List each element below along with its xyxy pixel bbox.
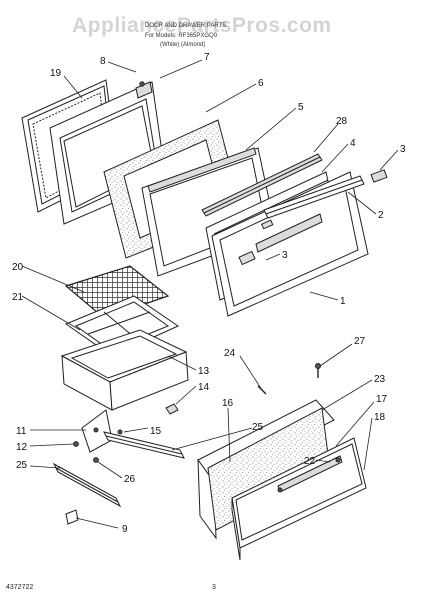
callout-24: 24 (224, 348, 236, 359)
header-colors: (White) (Almond) (160, 42, 205, 48)
part-broiler-grid (64, 265, 170, 319)
part-drawer-rail (103, 431, 185, 459)
part-door-trim (201, 153, 323, 217)
callout-20: 9 (122, 524, 128, 535)
callout-18: 18 (374, 412, 386, 423)
callout-21: 20 (12, 262, 24, 273)
callout-16: 16 (222, 398, 234, 409)
callout-17: 17 (376, 394, 388, 405)
part-drawer-handle (277, 455, 343, 493)
callout-7: 7 (204, 52, 210, 63)
callout-3b: 3 (282, 250, 288, 261)
part-lower-drawer-rail (52, 462, 122, 508)
callout-26: 26 (124, 474, 136, 485)
part-rail-clip (65, 509, 79, 525)
screw-icon (73, 441, 79, 447)
callout-numbers: 19 8 7 6 5 28 4 3 2 3 1 20 21 13 14 15 1… (12, 52, 406, 535)
callout-23: 23 (374, 374, 386, 385)
callout-3: 3 (400, 144, 406, 155)
callout-4: 4 (350, 138, 356, 149)
callout-11: 11 (16, 426, 27, 437)
callout-22: 21 (12, 292, 24, 303)
callout-28: 28 (336, 116, 348, 127)
callout-12: 12 (16, 442, 28, 453)
callout-19: 22 (304, 456, 316, 467)
screw-icon (93, 457, 99, 463)
part-drawer-tray (60, 329, 189, 411)
header-title: DOOR AND DRAWER PARTS (145, 23, 226, 29)
part-door-handle (263, 175, 365, 219)
callout-25b: 25 (16, 460, 28, 471)
callout-14: 14 (198, 382, 210, 393)
part-outer-door-panel (211, 171, 369, 317)
callout-2: 2 (378, 210, 384, 221)
callout-1: 1 (340, 296, 346, 307)
part-drawer-bracket (81, 409, 123, 453)
watermark-text: AppliancePartsPros.com (72, 14, 332, 37)
callout-leaders (21, 59, 399, 529)
callout-25: 25 (252, 422, 264, 433)
part-drawer-screw (315, 363, 321, 378)
header-models: For Models: RF365PXGQ0 (145, 33, 218, 39)
callout-5: 5 (298, 102, 304, 113)
doc-number: 4372722 (6, 584, 33, 591)
callout-15: 15 (150, 426, 162, 437)
screw-icon (139, 81, 145, 87)
callout-9: 19 (50, 68, 62, 79)
callout-6: 6 (258, 78, 264, 89)
callout-13: 13 (198, 366, 210, 377)
part-drawer-clip (165, 403, 179, 415)
part-handle-end-cap (370, 169, 388, 183)
page-number: 3 (212, 584, 216, 591)
callout-27: 27 (354, 336, 366, 347)
callout-8: 8 (100, 56, 106, 67)
